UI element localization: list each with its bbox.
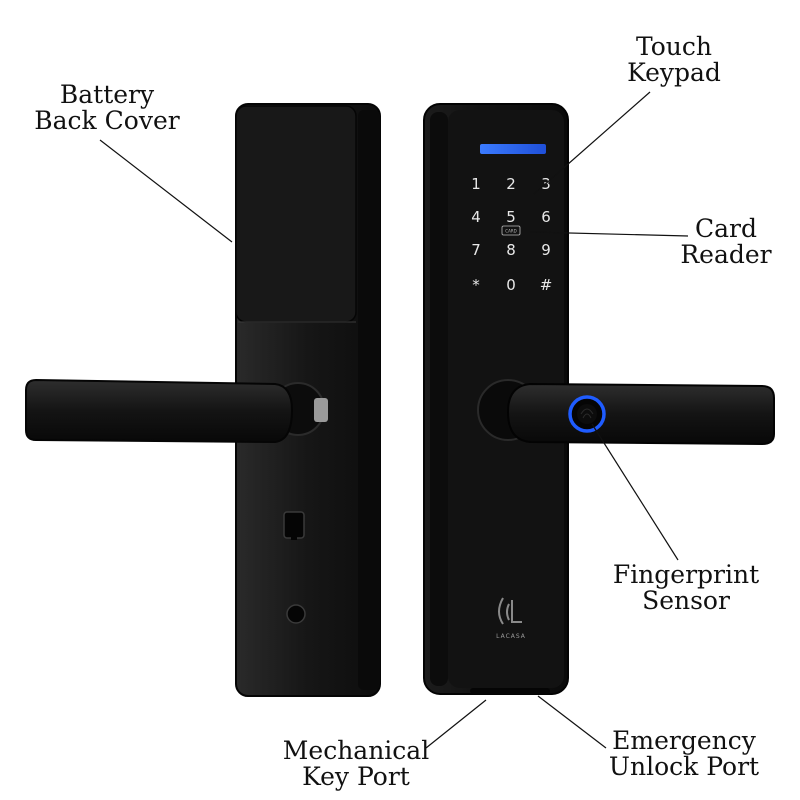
back-screw-hole bbox=[287, 605, 305, 623]
keypad-key[interactable]: 6 bbox=[541, 208, 551, 226]
leader-emergency bbox=[538, 696, 606, 748]
battery-back-cover bbox=[236, 106, 356, 322]
svg-text:CARD: CARD bbox=[505, 229, 516, 234]
label-fingerprint-sensor: Fingerprint Sensor bbox=[606, 562, 766, 614]
back-lever-handle bbox=[26, 380, 292, 442]
keypad-key[interactable]: 7 bbox=[471, 241, 481, 259]
keypad-light-bar bbox=[480, 144, 546, 154]
emergency-port bbox=[470, 688, 550, 694]
front-lever-handle bbox=[508, 384, 774, 444]
label-battery-back-cover: Battery Back Cover bbox=[32, 82, 182, 134]
keypad-key[interactable]: 2 bbox=[506, 175, 516, 193]
leader-fingerprint bbox=[592, 424, 678, 560]
keypad-key[interactable]: 8 bbox=[506, 241, 516, 259]
keypad-key[interactable]: 4 bbox=[471, 208, 481, 226]
leader-mechanical bbox=[426, 700, 486, 748]
keypad-key[interactable]: 5 bbox=[506, 208, 516, 226]
keypad-key[interactable]: 9 bbox=[541, 241, 551, 259]
keypad-key[interactable]: # bbox=[540, 276, 553, 294]
back-plate-side bbox=[358, 110, 380, 690]
back-spindle-cap bbox=[314, 398, 328, 422]
label-emergency-unlock-port: Emergency Unlock Port bbox=[604, 728, 764, 780]
keypad-key[interactable]: 0 bbox=[506, 276, 516, 294]
label-card-reader: Card Reader bbox=[676, 216, 776, 268]
keypad-key[interactable]: * bbox=[472, 276, 480, 294]
label-mechanical-key-port: Mechanical Key Port bbox=[280, 738, 432, 790]
leader-battery bbox=[100, 140, 232, 242]
label-touch-keypad: Touch Keypad bbox=[616, 34, 732, 86]
brand-logo-text: LACASA bbox=[496, 633, 526, 640]
keypad-key[interactable]: 1 bbox=[471, 175, 481, 193]
fingerprint-sensor[interactable] bbox=[570, 397, 604, 431]
back-panel bbox=[26, 104, 380, 696]
